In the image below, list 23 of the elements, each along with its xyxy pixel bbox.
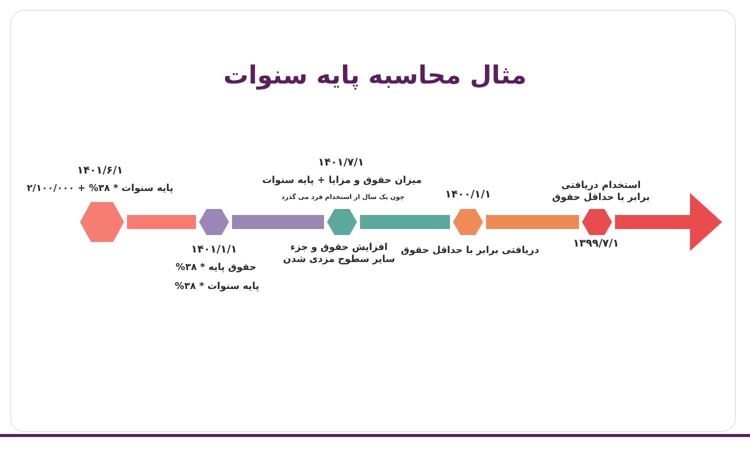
date-label: ۱۴۰۰/۱/۱: [444, 188, 492, 202]
date-label: ۱۳۹۹/۷/۱: [572, 237, 620, 251]
date-label: ۱۴۰۱/۷/۱: [318, 156, 364, 170]
timeline-segment: [232, 215, 324, 229]
hexagon-marker: [327, 209, 357, 235]
date-label: ۱۴۰۱/۱/۱: [190, 243, 238, 257]
note-text: دریافتی برابر با حداقل حقوق: [400, 245, 540, 257]
hexagon-marker: [199, 209, 229, 235]
timeline-arrow: [615, 193, 722, 251]
hexagon-marker: [582, 209, 612, 235]
date-label: ۱۴۰۱/۶/۱: [76, 164, 124, 178]
timeline-segment: [360, 215, 450, 229]
diagram-title: مثال محاسبه پایه سنوات: [223, 60, 527, 90]
note-text: افزایش حقوق و جزء سایر سطوح مزدی شدن: [282, 242, 396, 266]
note-text: استخدام دریافتی برابر با حداقل حقوق: [551, 180, 651, 204]
timeline-segment: [127, 215, 196, 229]
timeline-segment: [486, 215, 579, 229]
note-text: پایه سنوات * ۳۸%: [174, 281, 260, 293]
note-text: حقوق پایه * ۳۸%: [176, 262, 256, 274]
note-text: پایه سنوات * ۳۸% + ۲/۱۰۰/۰۰۰: [26, 183, 174, 195]
note-text: میزان حقوق و مزایا + پایه سنوات: [262, 175, 422, 187]
hexagon-marker: [453, 209, 483, 235]
hexagon-marker: [80, 202, 124, 242]
